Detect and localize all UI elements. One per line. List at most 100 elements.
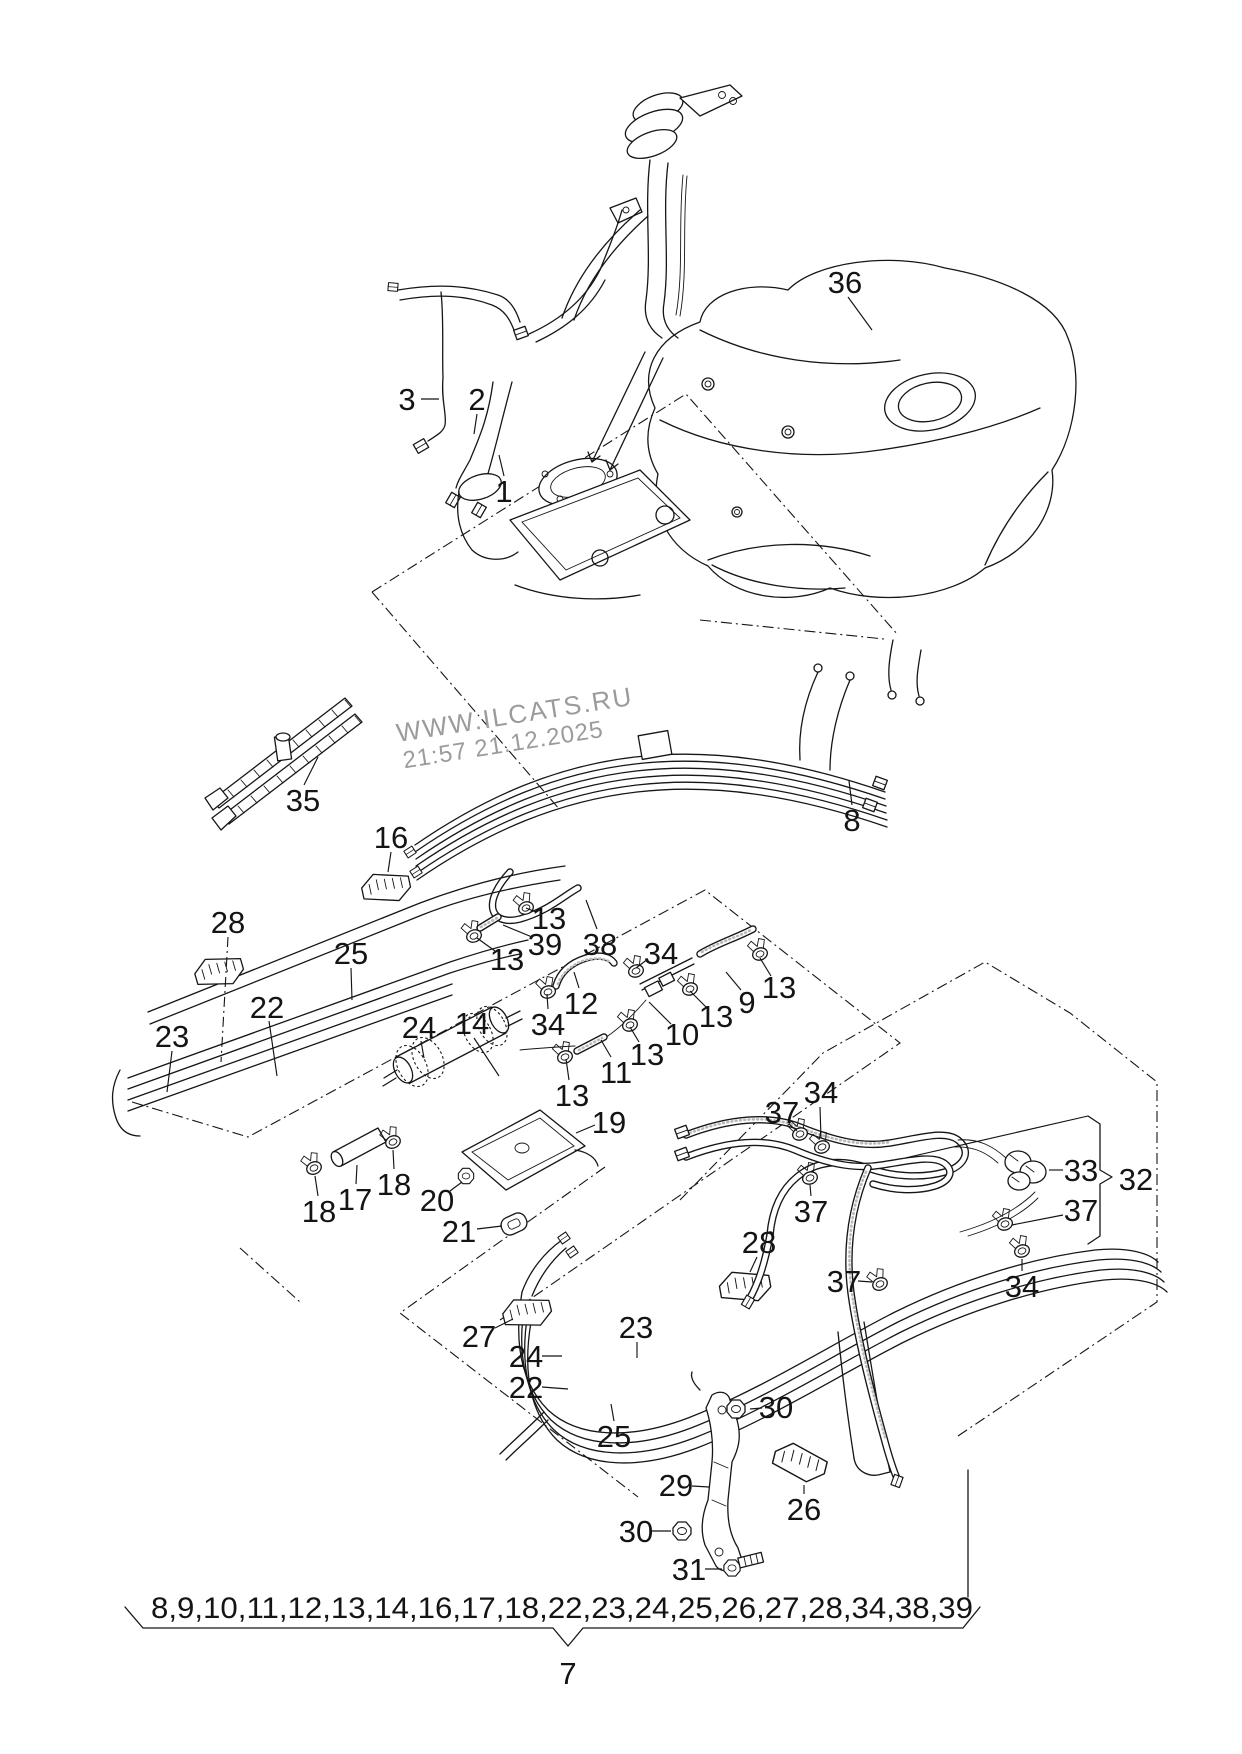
clip-28 — [191, 949, 248, 994]
callout-23: 23 — [619, 1310, 653, 1358]
callout-24: 24 — [402, 1010, 436, 1059]
callout-28: 28 — [211, 905, 245, 1063]
callout-leader — [847, 296, 873, 331]
callout-number: 35 — [286, 783, 320, 818]
retaining-strap-35 — [204, 697, 363, 831]
clamp-37 — [864, 1265, 892, 1294]
callout-leader — [629, 1026, 640, 1043]
callout-13: 13 — [689, 990, 733, 1034]
clip-16 — [358, 866, 414, 909]
callout-37: 37 — [794, 1184, 828, 1229]
pipe-bundle-8 — [403, 663, 888, 881]
callout-22: 22 — [250, 990, 284, 1077]
callout-leader — [220, 936, 229, 1063]
callout-number: 13 — [699, 999, 733, 1034]
callout-29: 29 — [659, 1468, 710, 1503]
clamp-37 — [990, 1206, 1017, 1234]
callout-22: 22 — [509, 1370, 569, 1405]
callout-34: 34 — [635, 936, 678, 971]
bolt-31 — [723, 1551, 765, 1577]
callout-9: 9 — [725, 971, 756, 1020]
callout-number: 2 — [468, 382, 485, 417]
callout-leader — [635, 958, 649, 969]
callout-leader — [725, 971, 742, 991]
callout-24: 24 — [509, 1339, 562, 1374]
callout-leader — [691, 1485, 710, 1488]
callout-number: 24 — [402, 1010, 436, 1045]
callout-17: 17 — [338, 1164, 372, 1217]
callout-leader — [689, 990, 707, 1008]
callout-number: 36 — [828, 265, 862, 300]
callout-34: 34 — [531, 993, 565, 1042]
callout-number: 38 — [583, 927, 617, 962]
callout-32: 32 — [1119, 1162, 1153, 1197]
callout-leader — [502, 924, 533, 938]
callout-number: 34 — [1005, 1269, 1039, 1304]
callout-number: 34 — [531, 1007, 565, 1042]
callout-37: 37 — [827, 1264, 873, 1299]
callout-leader — [476, 937, 496, 952]
callout-number: 18 — [377, 1167, 411, 1202]
callout-number: 22 — [509, 1370, 543, 1405]
callout-number: 16 — [374, 820, 408, 855]
clamp-13 — [675, 971, 702, 999]
callout-1: 1 — [495, 454, 513, 509]
callout-number: 1 — [495, 474, 512, 509]
callout-26: 26 — [787, 1485, 821, 1527]
callout-leader — [857, 1280, 873, 1283]
callout-20: 20 — [420, 1181, 463, 1218]
callout-number: 37 — [827, 1264, 861, 1299]
right-hose-assembly — [674, 1115, 1113, 1489]
callout-number: 26 — [787, 1492, 821, 1527]
callout-12: 12 — [564, 971, 598, 1021]
clamp-13 — [615, 1007, 642, 1035]
bracket-assembly-29 — [672, 1371, 831, 1577]
callout-leader — [303, 756, 319, 786]
callout-leader — [575, 1124, 596, 1134]
left-fuel-pipes — [111, 865, 566, 1137]
callout-number: 13 — [555, 1078, 589, 1113]
callout-number: 24 — [509, 1339, 543, 1374]
callout-leader — [565, 1058, 570, 1081]
callout-30: 30 — [619, 1514, 671, 1549]
callout-leader — [498, 454, 505, 477]
callout-number: 32 — [1119, 1162, 1153, 1197]
callout-30: 30 — [749, 1390, 793, 1425]
callout-number: 33 — [1064, 1153, 1098, 1188]
riser-hose — [799, 671, 819, 761]
callout-leader — [387, 851, 392, 873]
callout-23: 23 — [155, 1019, 189, 1093]
callout-21: 21 — [442, 1214, 503, 1249]
callout-11: 11 — [600, 1039, 632, 1090]
callout-leader — [788, 1123, 798, 1132]
callout-leader — [848, 780, 853, 806]
callout-18: 18 — [377, 1149, 411, 1202]
callout-leader — [476, 1225, 503, 1230]
callout-number: 13 — [532, 901, 566, 936]
watermark: WWW.ILCATS.RU 21:57 21.12.2025 — [394, 681, 635, 774]
callout-14: 14 — [455, 1006, 500, 1077]
callout-leader — [314, 1175, 319, 1197]
bundle-clamp-block — [637, 729, 673, 761]
callout-37: 37 — [765, 1095, 799, 1132]
callout-number: 28 — [211, 905, 245, 940]
callout-31: 31 — [672, 1552, 722, 1587]
group-32-leader — [904, 1115, 1089, 1159]
callout-39: 39 — [502, 924, 562, 962]
callout-10: 10 — [648, 1001, 699, 1052]
callout-number: 23 — [619, 1310, 653, 1345]
callout-34: 34 — [804, 1075, 838, 1139]
callout-leader — [268, 1020, 278, 1077]
callout-number: 31 — [672, 1552, 706, 1587]
callout-25: 25 — [597, 1403, 631, 1454]
filler-bracket — [679, 84, 743, 117]
callout-leader — [166, 1050, 173, 1093]
hose-chain — [519, 925, 772, 1067]
clip-27 — [499, 1290, 555, 1334]
callout-leader — [809, 1184, 812, 1197]
fuel-tank — [647, 259, 1077, 706]
fuel-sender-unit — [457, 351, 691, 600]
callout-13: 13 — [555, 1058, 589, 1113]
callout-number: 18 — [302, 1194, 336, 1229]
